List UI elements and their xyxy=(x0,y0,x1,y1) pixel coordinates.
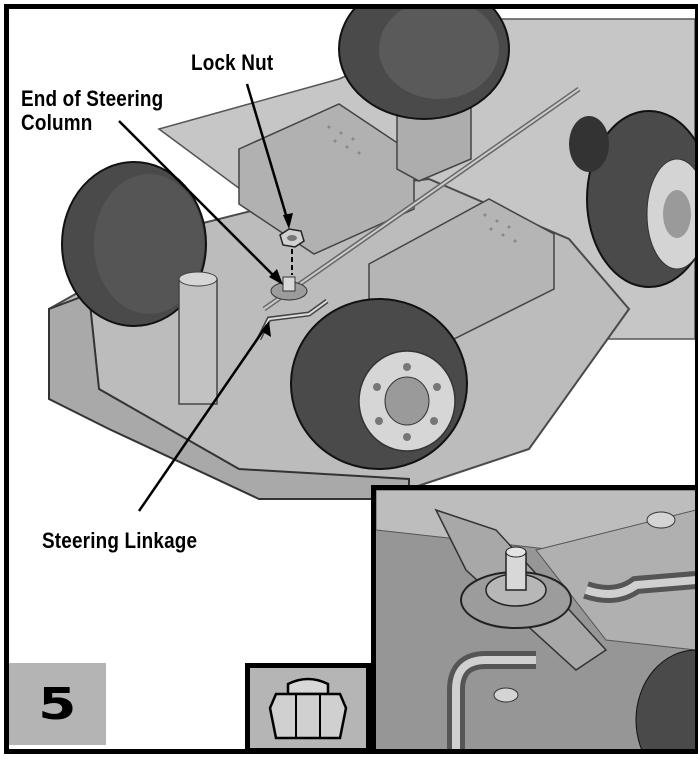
rear-left-wheel xyxy=(338,9,510,120)
front-left-wheel xyxy=(61,161,207,327)
steering-column-label-line1: End of Steering xyxy=(21,86,164,111)
part-icon-box xyxy=(245,663,371,749)
steering-linkage-label: Steering Linkage xyxy=(42,528,198,553)
lock-nut-leader xyxy=(245,83,291,226)
lock-nut-part xyxy=(279,228,305,248)
linkage-leader xyxy=(137,324,269,512)
steering-column-label-line2: Column xyxy=(21,110,93,135)
steering-column-closeup xyxy=(376,490,695,749)
front-right-wheel xyxy=(290,298,468,470)
lock-nut-label: Lock Nut xyxy=(191,50,274,75)
lock-nut-icon xyxy=(268,677,348,740)
rear-right-wheel xyxy=(569,110,695,288)
vehicle-underside-illustration xyxy=(48,9,695,512)
step-number-box: 5 xyxy=(9,663,106,745)
step-number: 5 xyxy=(38,678,77,730)
steering-column-label: End of Steering Column xyxy=(21,87,163,135)
instruction-panel: Lock Nut End of Steering Column Steering… xyxy=(4,4,698,754)
closeup-inset xyxy=(371,485,695,749)
column-leader xyxy=(118,120,280,282)
